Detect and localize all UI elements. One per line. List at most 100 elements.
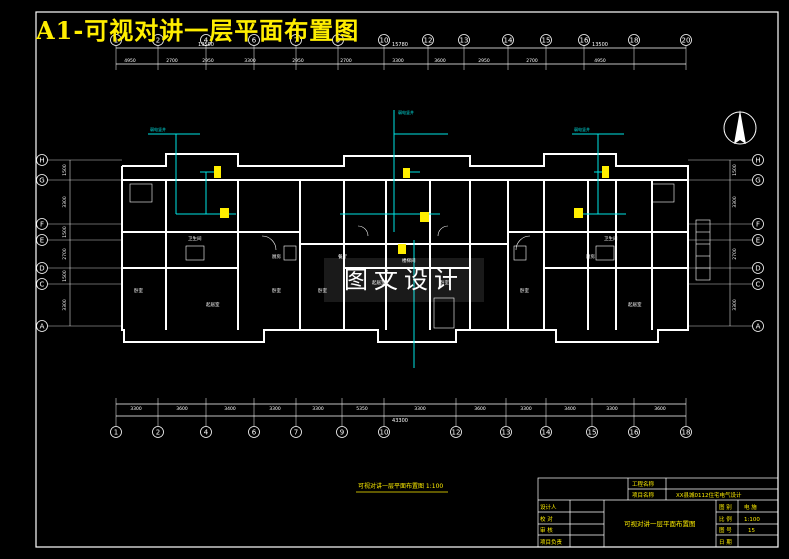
dimension-label: 13500 (198, 42, 214, 48)
dimension-label: 3300 (520, 406, 532, 412)
axis-marker: 18 (680, 426, 692, 438)
axis-label: F (756, 221, 760, 229)
room-label: 楼梯间 (402, 257, 416, 264)
item-label: 项目名称 (632, 491, 655, 499)
room-label: 起居室 (628, 301, 642, 308)
dimension-label: 1500 (62, 164, 68, 176)
axis-marker: 10 (378, 34, 390, 46)
axis-label: 10 (380, 429, 389, 437)
axis-label: 9 (336, 37, 340, 45)
axis-marker: 2 (152, 34, 164, 46)
dimension-label: 3300 (62, 196, 68, 208)
intercom-unit-icon (420, 212, 429, 222)
axis-marker: 6 (248, 34, 260, 46)
axis-marker: A (36, 320, 48, 332)
title-block (537, 477, 779, 548)
meta-value: 1:100 (744, 517, 760, 523)
dimension-label: 15780 (392, 42, 408, 48)
dimension-label: 3300 (62, 299, 68, 311)
intercom-cable-runs (148, 110, 626, 368)
axis-label: H (755, 157, 760, 165)
axis-marker: 12 (450, 426, 462, 438)
meta-label: 日 期 (719, 539, 732, 546)
axis-label: 9 (340, 429, 344, 437)
dimension-label: 3600 (176, 406, 188, 412)
project-label: 工程名称 (632, 480, 655, 488)
dimension-label: 2950 (292, 58, 304, 64)
axis-marker: D (36, 262, 48, 274)
room-label: 厨房 (586, 253, 595, 260)
axis-marker: 4 (200, 34, 212, 46)
riser-label: 弱电竖井 (574, 126, 590, 132)
dimension-label: 2950 (202, 58, 214, 64)
axis-label: 4 (204, 37, 209, 45)
axis-marker: 14 (502, 34, 514, 46)
dimension-label: 2700 (340, 58, 352, 64)
dimension-label: 2700 (166, 58, 178, 64)
axis-marker: E (752, 234, 764, 246)
dimension-label: 3300 (414, 406, 426, 412)
room-label: 卧室 (318, 287, 327, 294)
title-block-text: 工程名称 项目名称 XX县城0112住宅电气设计 设计人 校 对 审 核 项目负… (540, 480, 760, 546)
axis-label: D (39, 265, 44, 273)
axis-label: C (40, 281, 45, 289)
dimension-label: 3300 (312, 406, 324, 412)
building-walls (121, 153, 689, 343)
room-label: 厨房 (272, 253, 281, 260)
axis-label: 12 (424, 37, 433, 45)
axis-label: 7 (294, 37, 298, 45)
axis-marker: C (752, 278, 764, 290)
dimension-label: 3300 (244, 58, 256, 64)
axis-label: 15 (588, 429, 597, 437)
axis-label: D (755, 265, 760, 273)
room-label: 卧室 (272, 287, 281, 294)
axis-marker: 16 (628, 426, 640, 438)
axis-label: 15 (542, 37, 551, 45)
dimension-label: 43300 (392, 418, 408, 424)
dimension-label: 2700 (62, 248, 68, 260)
axis-label: E (40, 237, 44, 245)
watermark: 图文设计 (324, 258, 484, 302)
axis-marker: 1 (110, 426, 122, 438)
bottom-dimensions (116, 403, 686, 417)
dimension-label: 3600 (474, 406, 486, 412)
room-label: 餐厅 (338, 253, 347, 260)
room-label: 卫生间 (604, 235, 618, 242)
dimension-label: 3400 (224, 406, 236, 412)
axis-label: 13 (502, 429, 511, 437)
riser-label: 弱电竖井 (398, 109, 414, 115)
item-value: XX县城0112住宅电气设计 (676, 491, 742, 499)
meta-label: 图 号 (719, 526, 732, 534)
axis-label: C (756, 281, 761, 289)
axis-marker: 10 (378, 426, 390, 438)
plan-caption: 可视对讲一层平面布置图 1:100 (356, 482, 448, 493)
axis-marker: 2 (152, 426, 164, 438)
axis-label: 1 (114, 429, 118, 437)
axis-marker: 18 (628, 34, 640, 46)
axis-label: 16 (580, 37, 589, 45)
dimension-label: 2700 (526, 58, 538, 64)
dimension-label: 3300 (732, 299, 738, 311)
meta-label: 图 别 (719, 503, 732, 511)
axis-label: H (39, 157, 44, 165)
meta-value: 电 施 (744, 503, 757, 511)
dimension-label: 5350 (356, 406, 368, 412)
room-label: 起居室 (372, 279, 386, 286)
axis-label: 1 (114, 37, 118, 45)
axis-label: F (40, 221, 44, 229)
axis-marker: 16 (578, 34, 590, 46)
axis-label: G (39, 177, 44, 185)
axis-label: A (40, 323, 45, 331)
axis-marker: E (36, 234, 48, 246)
axis-marker: G (752, 174, 764, 186)
axis-marker: F (752, 218, 764, 230)
axis-marker: 9 (336, 426, 348, 438)
drawing-title: A1-可视对讲一层平面布置图 (36, 16, 360, 45)
dimension-label: 1500 (62, 270, 68, 282)
top-dimensions (116, 47, 686, 65)
dimension-label: 3400 (564, 406, 576, 412)
